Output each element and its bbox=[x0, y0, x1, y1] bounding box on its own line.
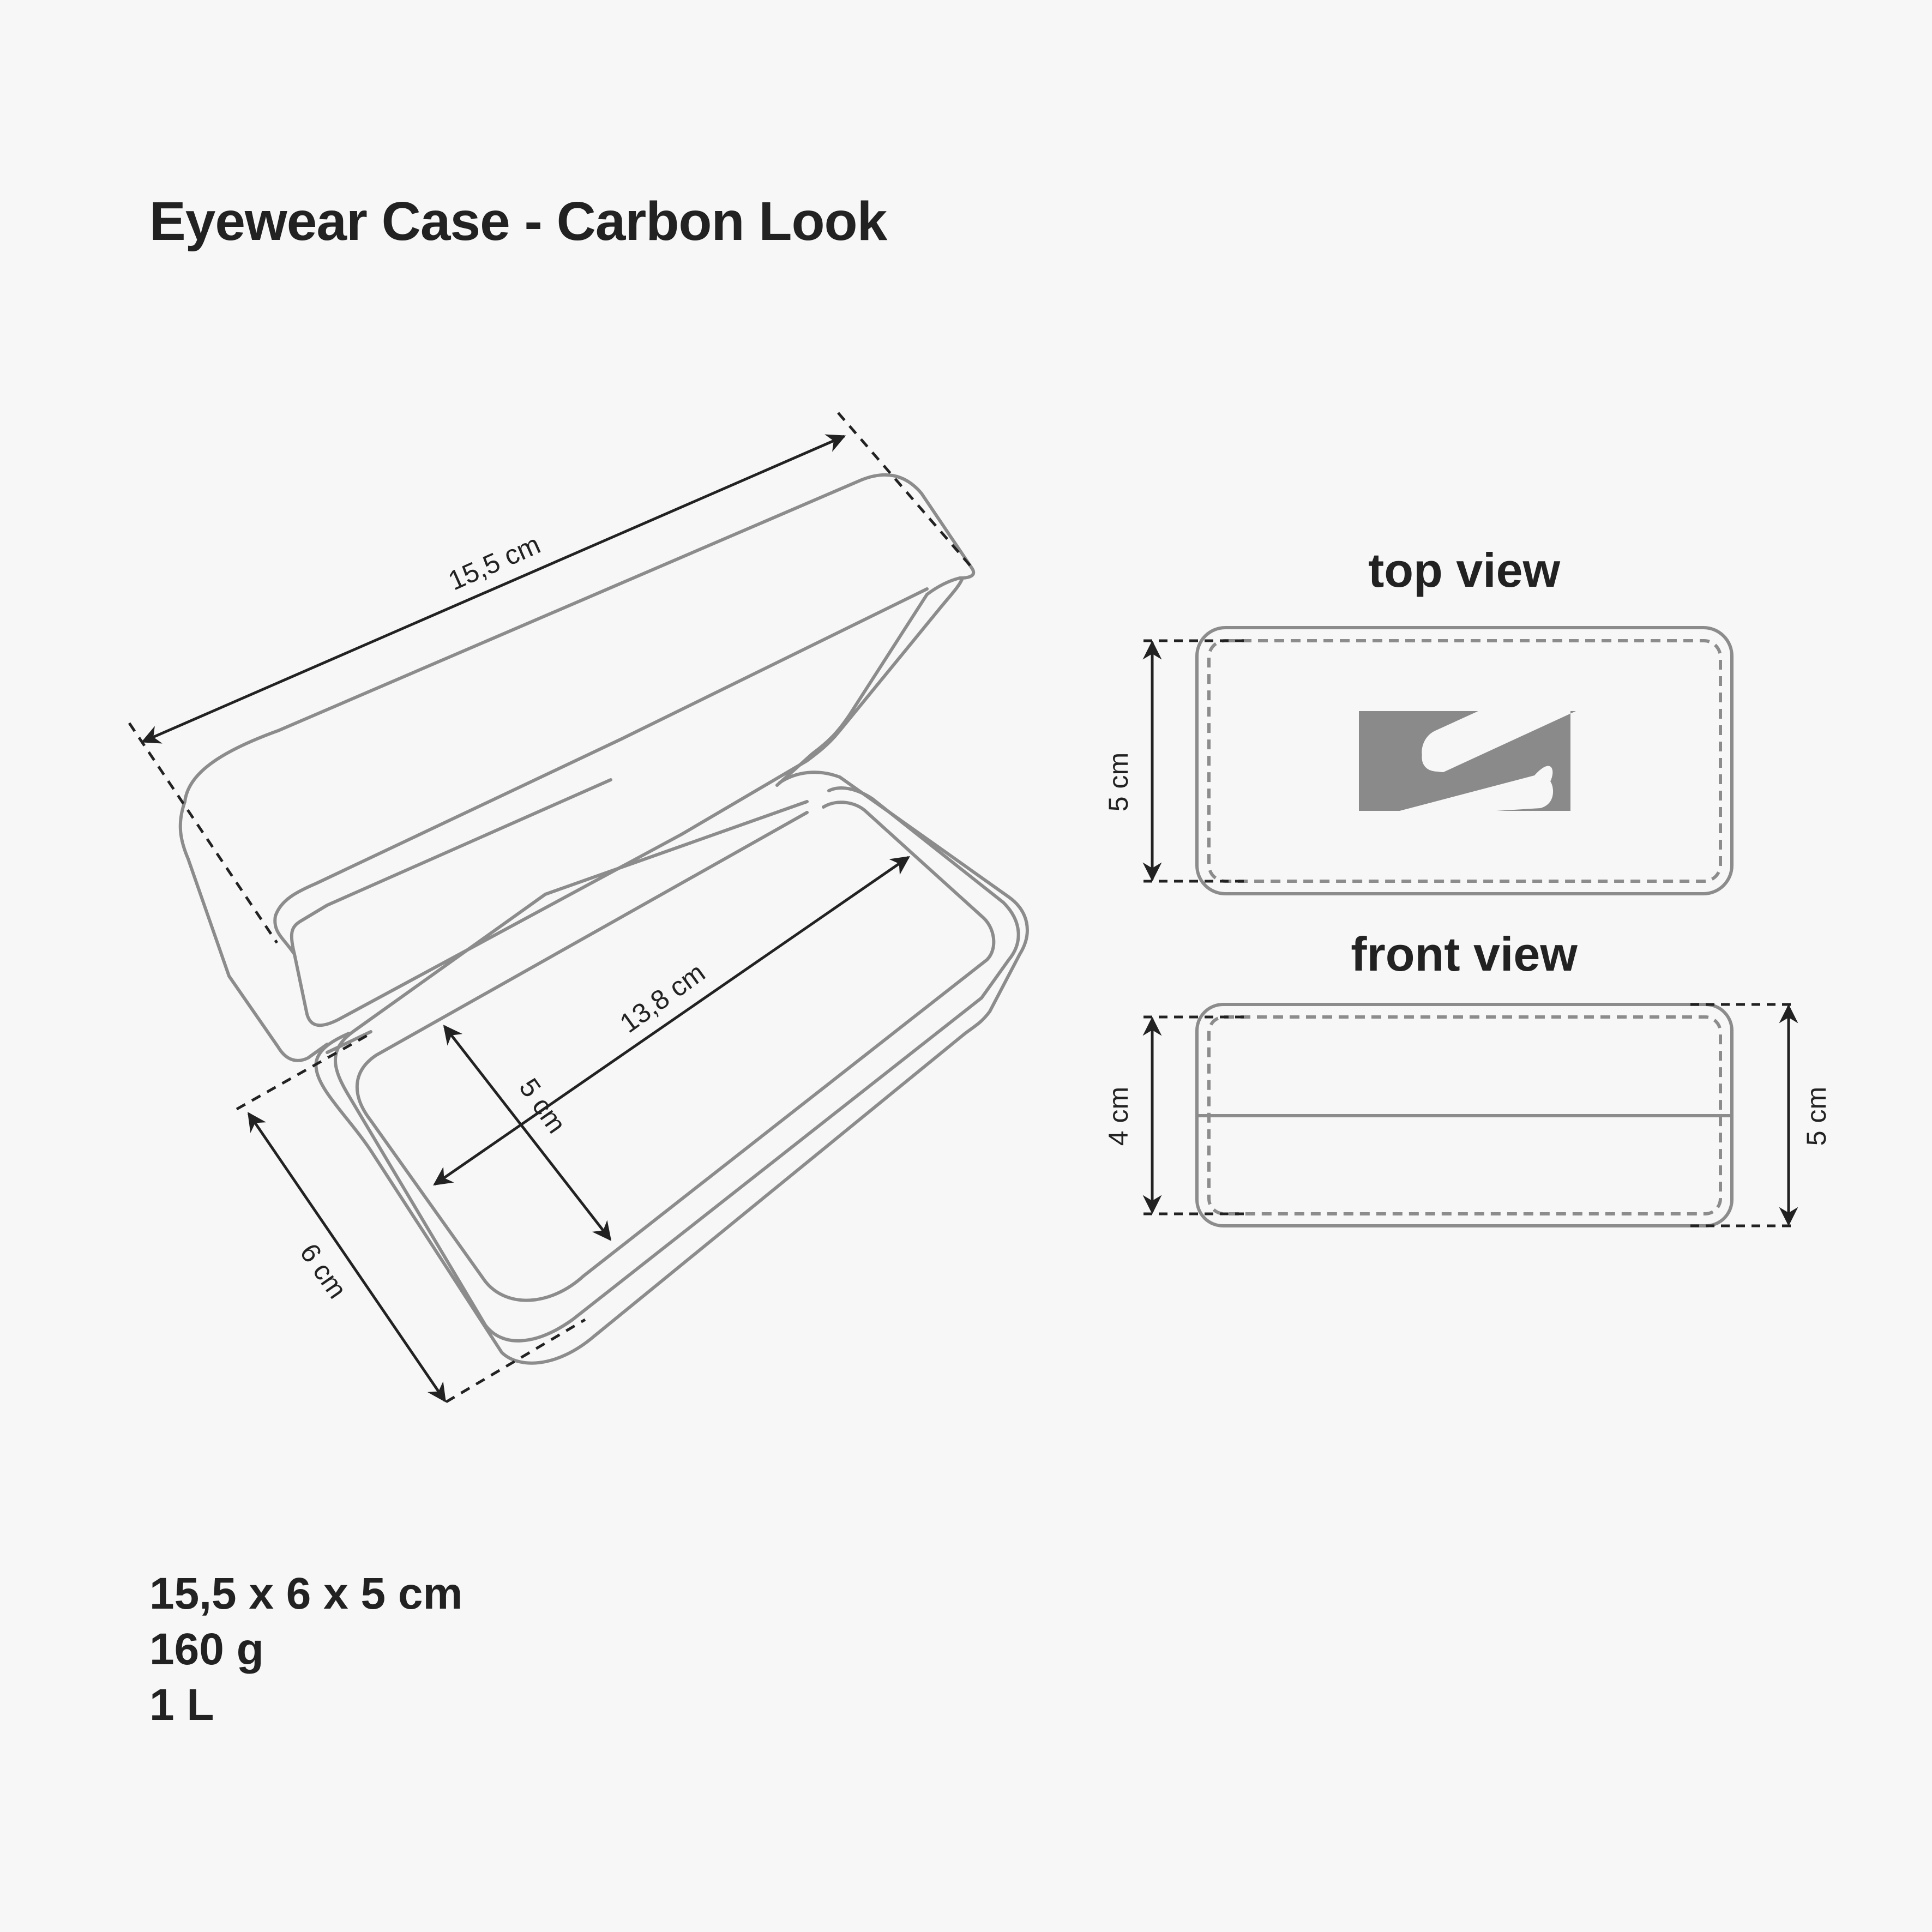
lid-outer-outline bbox=[183, 473, 976, 803]
inner-width-label: 5 cm bbox=[513, 1073, 572, 1139]
top-view-dimension bbox=[1142, 639, 1249, 883]
top-view-seam bbox=[1207, 639, 1722, 883]
top-view-drawing bbox=[1195, 626, 1734, 895]
page-title: Eyewear Case - Carbon Look bbox=[149, 191, 887, 252]
front-view-dimensions bbox=[1142, 1003, 1798, 1227]
width-label: 6 cm bbox=[294, 1238, 353, 1304]
isometric-dimensions bbox=[128, 412, 974, 1404]
tray-outer-outline bbox=[314, 771, 1029, 1365]
top-view-outline bbox=[1195, 626, 1734, 895]
width-extension-bottom bbox=[445, 1318, 586, 1404]
lid-inner-edge bbox=[273, 587, 929, 956]
tray-middle-outline bbox=[334, 786, 1020, 1343]
front-view-heading: front view bbox=[1351, 927, 1578, 981]
spec-dimensions: 15,5 x 6 x 5 cm bbox=[149, 1569, 463, 1618]
front-view-drawing bbox=[1195, 1003, 1734, 1227]
width-dimension-arrow bbox=[247, 1112, 447, 1403]
inner-width-dimension-arrow bbox=[443, 1025, 612, 1241]
isometric-case-drawing bbox=[178, 473, 1029, 1365]
width-extension-top bbox=[236, 1031, 373, 1111]
length-label: 15,5 cm bbox=[444, 529, 545, 597]
spec-weight: 160 g bbox=[149, 1624, 264, 1674]
brand-logo-icon bbox=[1359, 711, 1576, 811]
spec-volume: 1 L bbox=[149, 1680, 214, 1730]
lid-inner-rim bbox=[290, 576, 964, 1027]
length-extension-left bbox=[128, 722, 279, 944]
length-extension-right bbox=[837, 412, 974, 570]
front-outer-height-label: 5 cm bbox=[1801, 1087, 1832, 1146]
top-view-height-label: 5 cm bbox=[1103, 753, 1134, 811]
top-view-heading: top view bbox=[1368, 543, 1561, 597]
tray-inner-floor bbox=[355, 801, 996, 1302]
spec-list: 15,5 x 6 x 5 cm 160 g 1 L bbox=[149, 1566, 462, 1733]
inner-length-dimension-arrow bbox=[433, 856, 910, 1186]
front-inner-height-label: 4 cm bbox=[1103, 1087, 1134, 1146]
lid-hinge-notch bbox=[326, 1030, 372, 1054]
length-dimension-arrow bbox=[141, 434, 846, 744]
lid-outer-side bbox=[178, 800, 329, 1062]
